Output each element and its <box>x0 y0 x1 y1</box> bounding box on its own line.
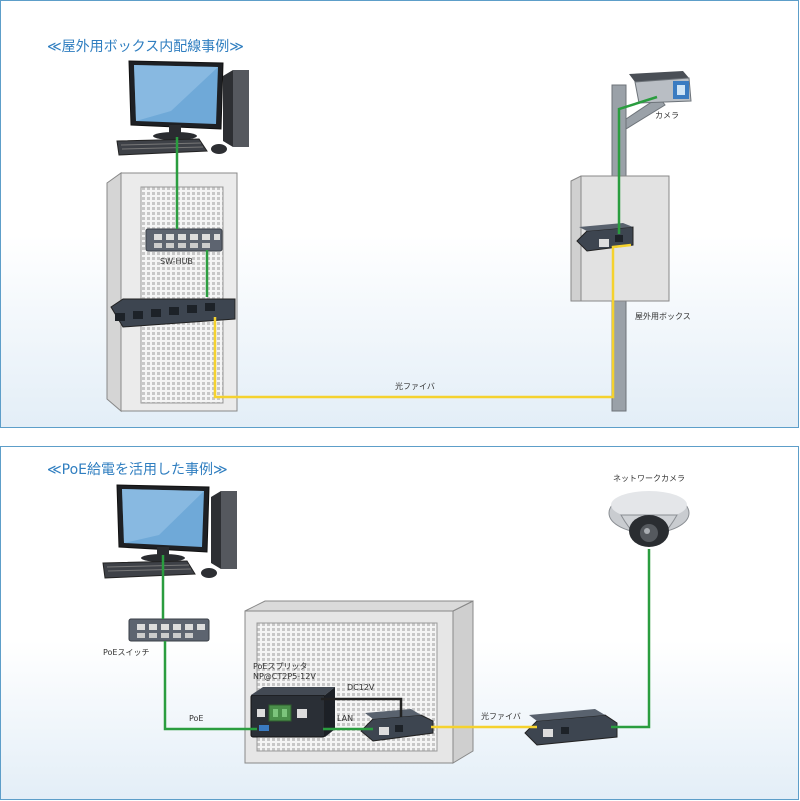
poe-switch-label: PoEスイッチ <box>103 648 150 657</box>
outdoor-box-label: 屋外用ボックス <box>635 312 691 321</box>
camera-icon <box>629 71 692 104</box>
server-rack <box>106 172 238 413</box>
bottom-panel-title: ≪PoE給電を活用した事例≫ <box>47 462 228 478</box>
lan-cable-converter-camera <box>617 95 658 234</box>
pc-tower <box>223 70 249 147</box>
dc12v-label: DC12V <box>347 683 375 692</box>
keyboard <box>102 560 196 579</box>
lan-cable-converter-camera <box>611 549 651 729</box>
poe-label: PoE <box>189 714 204 723</box>
network-camera-label: ネットワークカメラ <box>613 474 685 483</box>
outdoor-box-wiring-panel: ≪屋外用ボックス内配線事例≫ <box>0 0 799 428</box>
media-converter-cabinet <box>360 709 434 742</box>
fiber-label-bottom: 光ファイバ <box>481 712 521 721</box>
monitor <box>128 60 224 140</box>
top-diagram <box>106 60 692 413</box>
fiber-label-top: 光ファイバ <box>395 382 435 391</box>
lan-label: LAN <box>337 714 354 723</box>
poe-splitter-label: PoEスプリッタ <box>253 662 308 671</box>
switching-hub-label: SW-HUB <box>160 257 193 266</box>
mouse <box>201 568 217 578</box>
camera-label: カメラ <box>655 111 679 120</box>
network-camera-icon <box>608 491 690 547</box>
cabinet <box>244 600 474 764</box>
dc12v-cable <box>321 697 403 717</box>
media-converter-camera-side <box>524 709 618 746</box>
poe-cable <box>163 641 257 731</box>
media-converter-chassis <box>110 298 236 328</box>
monitor <box>116 484 210 562</box>
switching-hub <box>145 228 223 252</box>
poe-switch <box>128 618 210 642</box>
bottom-diagram <box>102 484 690 764</box>
poe-splitter <box>250 687 335 738</box>
fiber-cable-top <box>213 243 632 399</box>
pc-tower <box>211 491 237 569</box>
keyboard <box>116 138 208 156</box>
mouse <box>211 144 227 154</box>
top-panel-title: ≪屋外用ボックス内配線事例≫ <box>47 39 244 55</box>
poe-power-panel: ≪PoE給電を活用した事例≫ <box>0 446 799 800</box>
poe-splitter-model-label: NP@CT2P5-12V <box>253 672 316 681</box>
